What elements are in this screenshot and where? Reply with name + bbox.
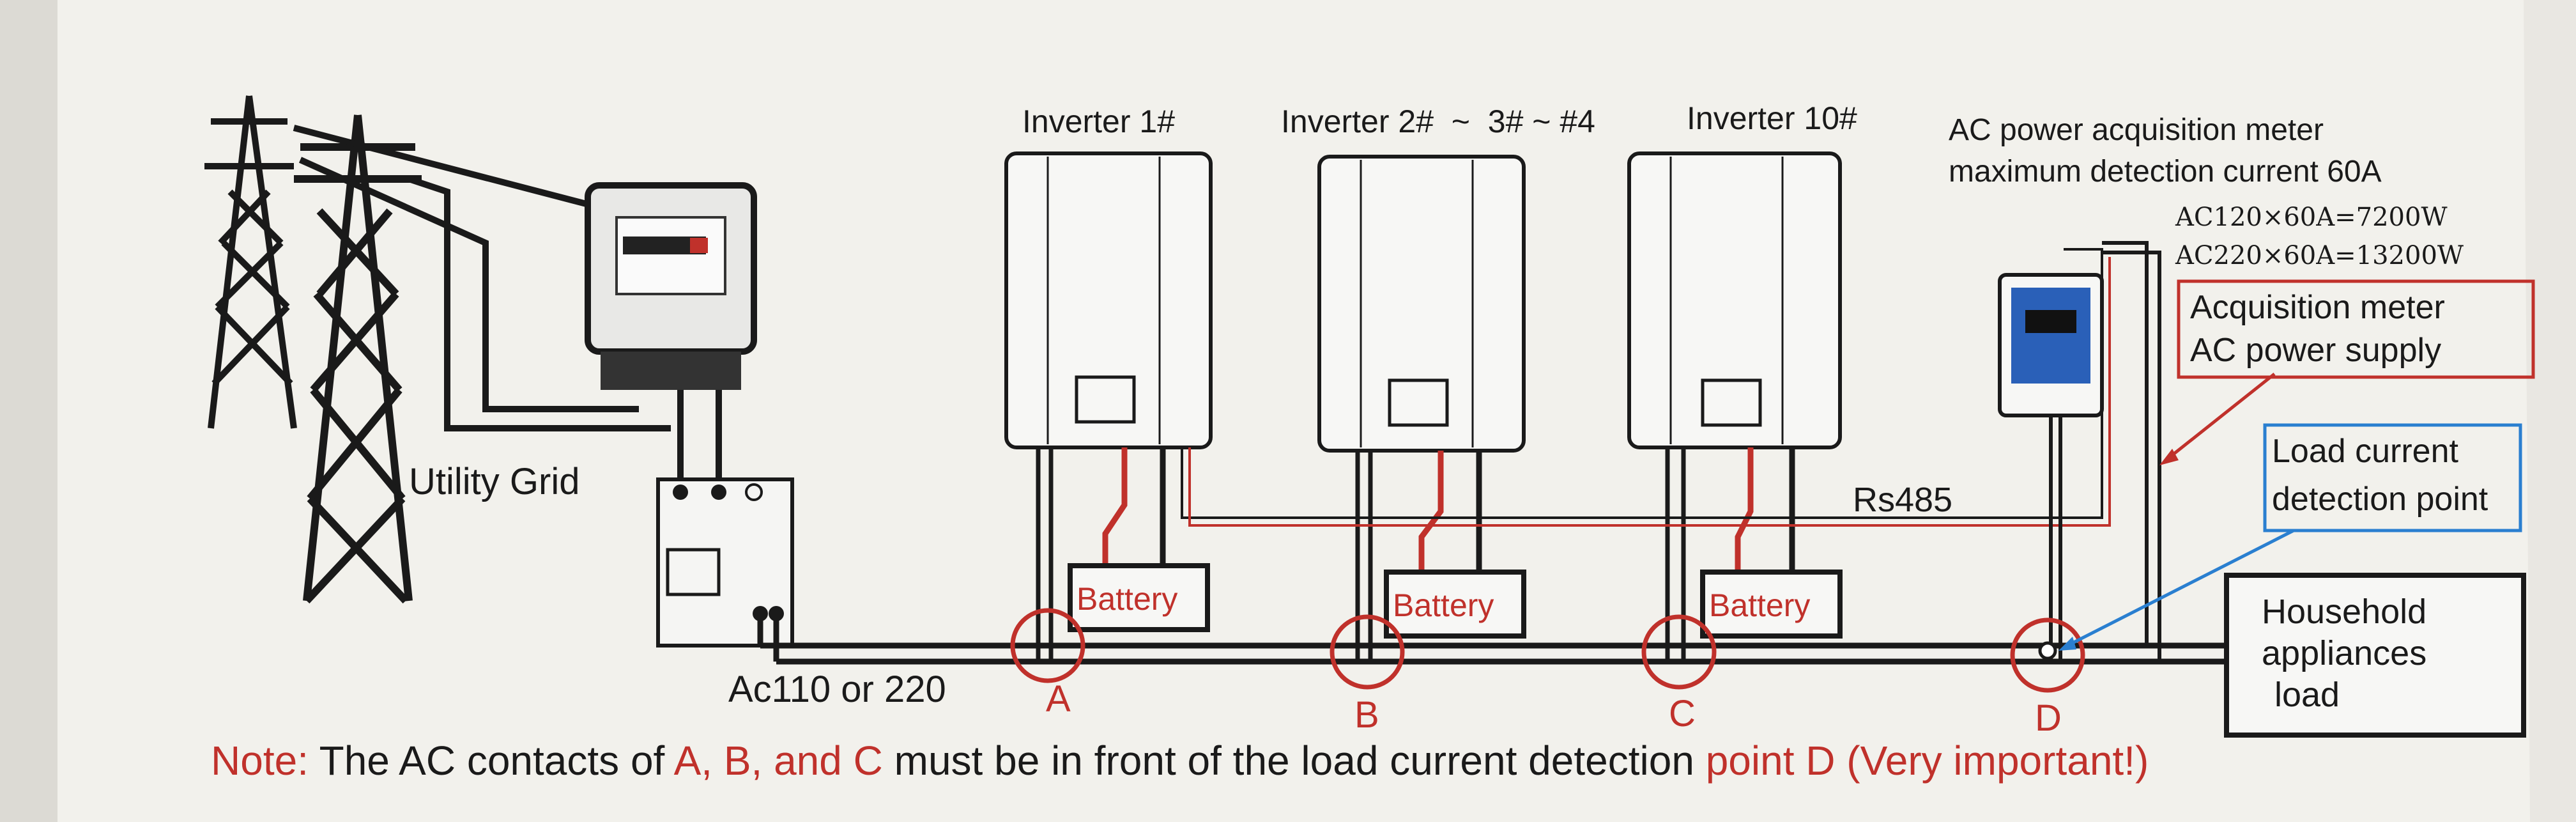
meter-calc-120: AC120×60A=7200W xyxy=(2175,203,2448,232)
load-point-arrowhead xyxy=(2058,637,2076,651)
note-point-d: point D (Very important!) xyxy=(1705,738,2149,784)
power-tower-right xyxy=(294,114,422,604)
grid-wires xyxy=(293,125,671,431)
inverter-mid-label: Inverter 2# ~ 3# ~ #4 xyxy=(1281,104,1595,139)
battery-1-box xyxy=(1068,563,1210,632)
household-line1: Household xyxy=(2262,593,2427,631)
note-line: Note: The AC contacts of A, B, and C mus… xyxy=(211,740,2149,781)
inverter-1-unit xyxy=(1004,151,1213,449)
load-point-arrow xyxy=(2064,529,2295,649)
load-point-line1: Load current xyxy=(2272,433,2458,470)
acq-supply-line2: AC power supply xyxy=(2190,332,2442,369)
battery-3-box xyxy=(1700,570,1843,639)
household-line3: load xyxy=(2274,676,2340,714)
supply-arrowhead xyxy=(2159,449,2179,465)
energy-meter xyxy=(585,182,757,390)
point-d-circle xyxy=(2010,617,2085,693)
rs485-label: Rs485 xyxy=(1853,481,1953,519)
point-b-label: B xyxy=(1354,694,1379,736)
load-point-line2: detection point xyxy=(2272,481,2488,518)
battery-wires xyxy=(1102,447,1795,572)
note-prefix: Note: xyxy=(211,738,309,784)
circuit-breaker xyxy=(656,477,794,648)
meter-title-line1: AC power acquisition meter xyxy=(1949,113,2324,147)
acq-supply-frame xyxy=(2177,279,2535,379)
battery-2-box xyxy=(1384,570,1526,639)
note-abc: A, B, and C xyxy=(673,738,883,784)
supply-wires xyxy=(2102,241,2161,662)
meter-output-wires xyxy=(677,390,722,486)
inverter-ac-drops xyxy=(1036,447,1686,662)
point-b-circle xyxy=(1330,614,1405,690)
inverter-10-label: Inverter 10# xyxy=(1687,100,1857,136)
note-part2: must be in front of the load current det… xyxy=(882,738,1706,784)
battery-1-label: Battery xyxy=(1077,581,1178,617)
battery-2-label: Battery xyxy=(1393,587,1494,623)
point-c-label: C xyxy=(1669,693,1696,734)
household-line2: appliances xyxy=(2262,634,2427,672)
note-part1: The AC contacts of xyxy=(308,738,674,784)
point-a-label: A xyxy=(1046,678,1071,720)
supply-arrow xyxy=(2165,373,2276,461)
inverter-1-label: Inverter 1# xyxy=(1022,104,1176,139)
inverter-mid-unit xyxy=(1317,155,1526,453)
inverter-10-unit xyxy=(1627,151,1842,449)
point-a-circle xyxy=(1010,608,1085,683)
acq-supply-line1: Acquisition meter xyxy=(2190,289,2445,326)
power-tower-left xyxy=(204,95,297,429)
household-frame xyxy=(2224,573,2526,738)
meter-calc-220: AC220×60A=13200W xyxy=(2175,241,2464,270)
battery-3-label: Battery xyxy=(1709,587,1811,623)
point-d-label: D xyxy=(2035,697,2062,739)
ac-voltage-label: Ac110 or 220 xyxy=(728,669,946,710)
meter-title-line2: maximum detection current 60A xyxy=(1949,155,2382,189)
utility-grid-label: Utility Grid xyxy=(409,461,580,502)
ct-clamp xyxy=(2038,641,2057,660)
rs485-bus xyxy=(1181,248,2111,527)
paper-shadow-left xyxy=(0,0,57,822)
point-c-circle xyxy=(1641,614,1717,690)
load-point-frame xyxy=(2263,423,2522,532)
